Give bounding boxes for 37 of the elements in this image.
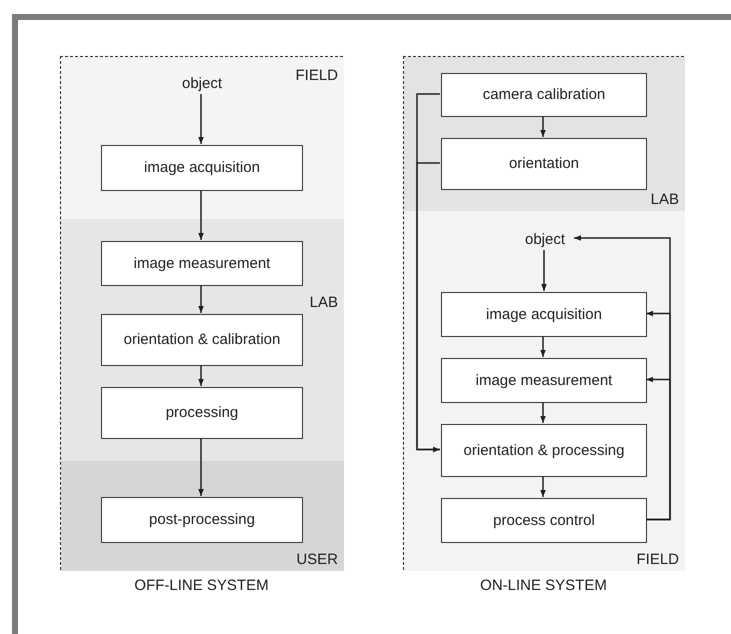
zone-band (61, 57, 344, 219)
process-box: post-processing (101, 497, 303, 543)
arrow (198, 365, 204, 386)
arrow (198, 438, 204, 496)
process-box: image measurement (441, 358, 647, 403)
panel-caption: ON-LINE SYSTEM (479, 577, 608, 594)
process-box: process control (441, 498, 647, 543)
process-box: image acquisition (441, 292, 647, 337)
arrow (416, 162, 440, 452)
node-label: object (173, 71, 231, 95)
zone-label: LAB (650, 191, 679, 208)
zone-label: USER (296, 551, 338, 568)
arrow (540, 336, 546, 357)
arrow (541, 250, 547, 291)
arrow (540, 116, 546, 137)
node-label: object (515, 227, 575, 251)
process-box: orientation & calibration (101, 314, 303, 366)
arrow (198, 190, 204, 240)
arrow (198, 285, 204, 313)
panel-caption: OFF-LINE SYSTEM (133, 577, 270, 594)
arrow (646, 376, 671, 520)
process-box: orientation (441, 138, 647, 190)
zone-band (61, 461, 344, 571)
zone-band (404, 57, 685, 211)
process-box: processing (101, 387, 303, 439)
arrow (198, 94, 204, 144)
process-box: orientation & processing (441, 424, 647, 477)
process-box: image measurement (101, 241, 303, 286)
process-box: image acquisition (101, 145, 303, 191)
zone-band (404, 211, 685, 571)
zone-label: FIELD (636, 551, 679, 568)
arrow (540, 476, 546, 497)
arrow (540, 402, 546, 423)
zone-band (61, 219, 344, 461)
zone-label: LAB (310, 294, 338, 311)
zone-label: FIELD (295, 67, 338, 84)
process-box: camera calibration (441, 73, 647, 117)
